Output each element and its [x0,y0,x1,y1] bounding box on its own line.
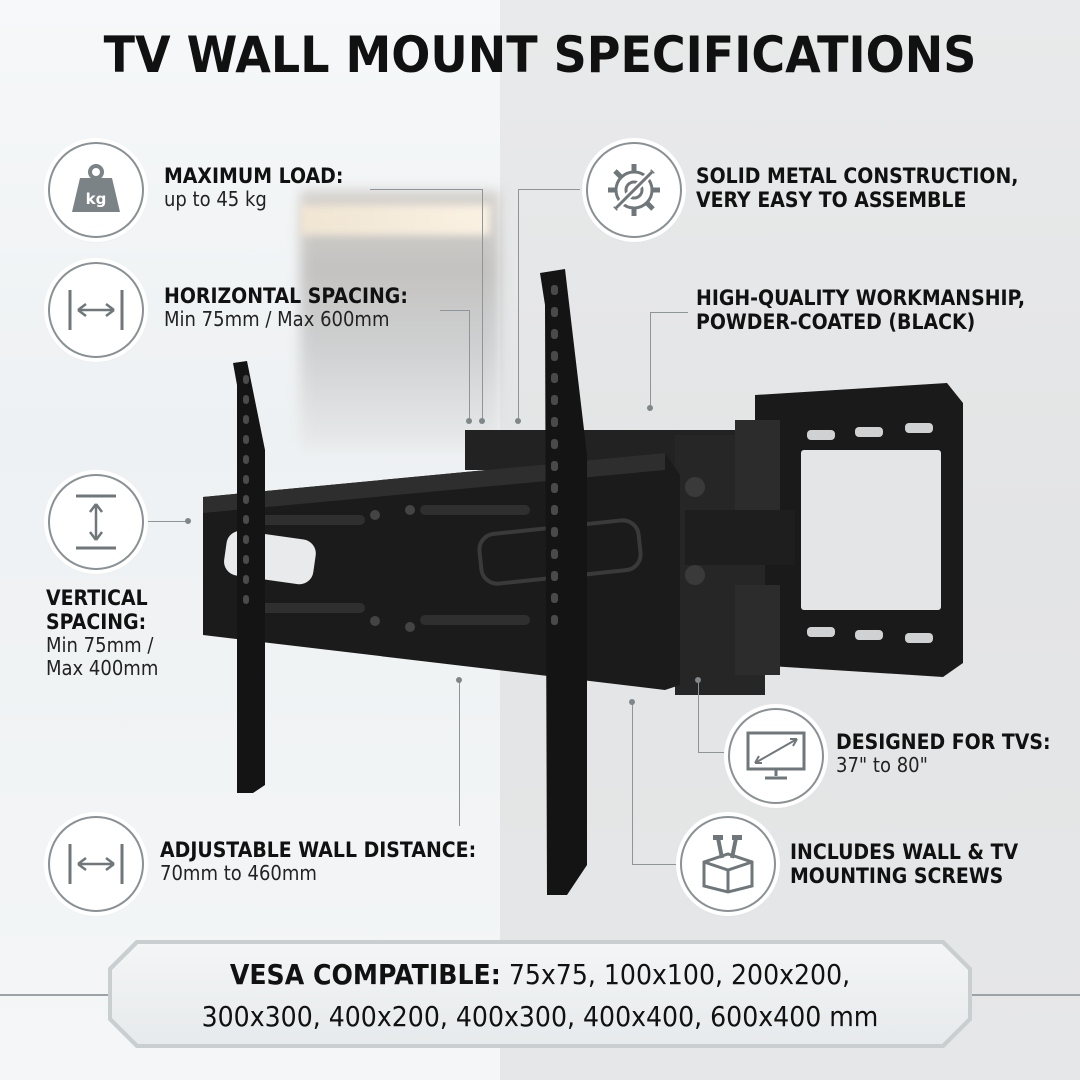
connector-dot [695,677,701,683]
spec-title: POWDER-COATED (BLACK) [696,310,976,335]
right-vertical-bar [540,269,587,895]
construction-spec: SOLID METAL CONSTRUCTION, VERY EASY TO A… [696,164,1054,212]
connector-line [650,312,651,408]
tv-size-spec: DESIGNED FOR TVS: 37" to 80" [836,730,1074,777]
connector-dot [456,677,462,683]
connector-line [632,702,633,864]
box-screws-icon [680,816,776,912]
horizontal-spacing-spec: HORIZONTAL SPACING: Min 75mm / Max 600mm [164,284,435,331]
spec-title: INCLUDES WALL & TV [790,840,1019,864]
spec-title: SOLID METAL CONSTRUCTION, [696,164,1019,188]
spec-title: MOUNTING SCREWS [790,864,1004,889]
articulating-arms [465,420,795,695]
spec-value: Max 400mm [46,656,159,681]
connector-dot [515,418,521,424]
connector-line [518,189,519,421]
svg-text:kg: kg [86,190,107,208]
spec-value: 37" to 80" [836,753,928,778]
spec-title: VERY EASY TO ASSEMBLE [696,188,967,213]
connector-dot [185,518,191,524]
connector-dot [466,418,472,424]
workmanship-spec: HIGH-QUALITY WORKMANSHIP, POWDER-COATED … [696,286,1062,334]
tv-diagonal-icon [728,708,824,804]
spec-title: VERTICAL [46,586,148,610]
spec-value: Min 75mm / Max 600mm [164,307,390,332]
vesa-values: 75x75, 100x100, 200x200, [500,958,851,991]
connector-line [698,752,724,753]
connector-line [650,312,688,313]
spec-title: SPACING: [46,610,147,635]
connector-dot [647,405,653,411]
page-title: TV WALL MOUNT SPECIFICATIONS [103,26,977,84]
spec-title: HIGH-QUALITY WORKMANSHIP, [696,286,1026,310]
connector-dot [479,418,485,424]
spec-title: ADJUSTABLE WALL DISTANCE: [160,838,477,862]
vesa-line-2: 300x300, 400x200, 400x300, 400x400, 600x… [201,1000,879,1033]
connector-line [370,189,482,190]
connector-dot [629,699,635,705]
spec-title: MAXIMUM LOAD: [164,164,344,188]
weight-kg-icon: kg [48,142,144,238]
connector-line [459,680,460,826]
background-ceiling-light [300,205,490,235]
connector-line [144,521,188,522]
left-vertical-bar [233,361,265,793]
banner-line-left [0,994,110,996]
screws-spec: INCLUDES WALL & TV MOUNTING SCREWS [790,840,1043,888]
connector-line [469,310,470,421]
connector-line [482,189,483,421]
spec-title: DESIGNED FOR TVS: [836,730,1051,754]
wall-plate [755,383,963,677]
vertical-spacing-spec: VERTICAL SPACING: Min 75mm / Max 400mm [46,586,171,680]
vesa-line-1: VESA COMPATIBLE: 75x75, 100x100, 200x200… [155,954,925,996]
gear-wrench-icon [586,142,682,238]
horizontal-arrows-icon [48,262,144,358]
horizontal-plate [203,453,680,690]
banner-line-right [970,994,1080,996]
horizontal-arrows-icon [48,816,144,912]
spec-title: HORIZONTAL SPACING: [164,284,408,308]
spec-value: 70mm to 460mm [160,861,317,886]
connector-line [632,864,680,865]
vertical-arrows-icon [48,474,144,570]
vesa-banner: VESA COMPATIBLE: 75x75, 100x100, 200x200… [112,944,968,1044]
vesa-label: VESA COMPATIBLE: [229,958,501,991]
spec-value: up to 45 kg [164,187,267,212]
connector-line [440,310,470,311]
max-load-spec: MAXIMUM LOAD: up to 45 kg [164,164,363,211]
connector-line [698,680,699,752]
spec-value: Min 75mm / [46,633,154,658]
wall-distance-spec: ADJUSTABLE WALL DISTANCE: 70mm to 460mm [160,838,511,885]
tv-wall-mount-image [203,269,963,895]
connector-line [518,189,580,190]
